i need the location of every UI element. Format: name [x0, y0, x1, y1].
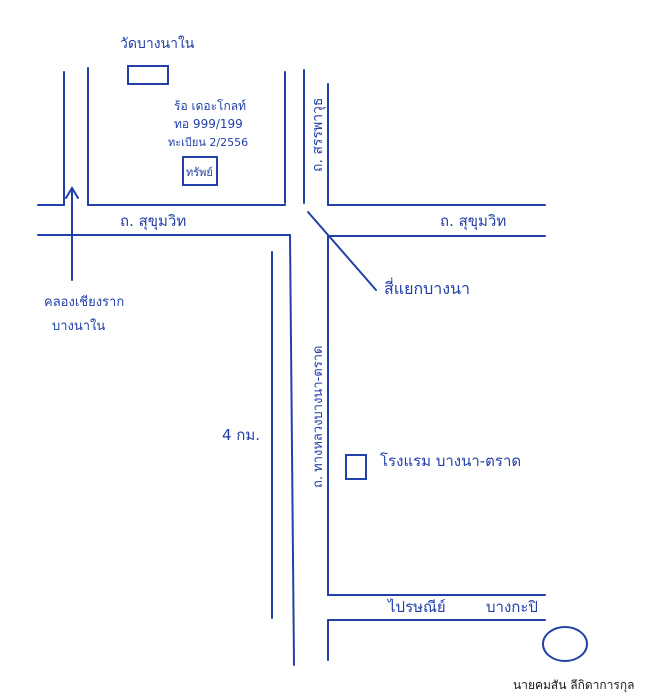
- highway-label: ถ. ทางหลวงบางนา-ตราด: [311, 346, 326, 488]
- signature-name: นายคมสัน ลีกิดาการกุล: [513, 678, 635, 692]
- post-office-label: ไปรษณีย์: [387, 598, 446, 616]
- shop-label-2: ทอ 999/199: [174, 117, 243, 131]
- signature-mark: [542, 626, 588, 662]
- junction-label: สี่แยกบางนา: [384, 277, 470, 298]
- sukhumvit-left-label: ถ. สุขุมวิท: [120, 212, 186, 231]
- canal-arrow-head: [65, 186, 79, 199]
- distance-label: 4 กม.: [222, 426, 260, 444]
- shop-label-1: ร้อ เดอะโกลท์: [174, 99, 246, 113]
- temple-marker: [127, 65, 169, 85]
- canal-label-2: บางนาใน: [52, 318, 105, 334]
- shop-box-label: ทรัพย์: [186, 166, 213, 179]
- hotel-marker: [345, 454, 367, 480]
- highway-left-edge: [289, 234, 295, 666]
- hotel-label: โรงแรม บางนา-ตราด: [380, 452, 521, 470]
- shop-marker: [182, 156, 218, 186]
- junction-pointer: [307, 211, 377, 291]
- shop-label-3: ทะเบียน 2/2556: [168, 136, 248, 149]
- canal-label-1: คลองเชียงราก: [44, 294, 124, 310]
- bangkapi-label: บางกะปิ: [486, 598, 538, 616]
- sukhumvit-right-label: ถ. สุขุมวิท: [440, 212, 506, 231]
- sanphawut-label: ถ. สรรพาวุธ: [310, 98, 326, 172]
- temple-label: วัดบางนาใน: [120, 35, 195, 52]
